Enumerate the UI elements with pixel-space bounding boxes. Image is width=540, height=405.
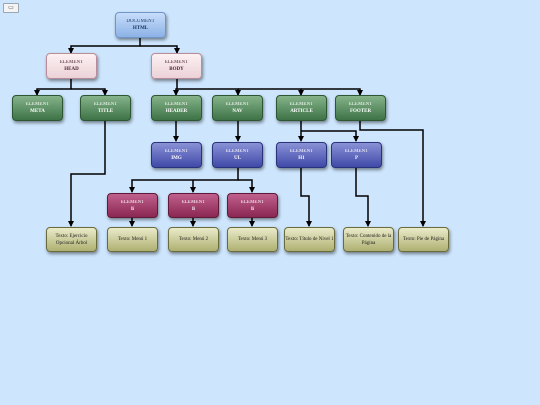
node-tag: HTML [132,26,149,31]
node-element-header[interactable]: ELEMENT HEADER [151,95,202,121]
node-tag: NAV [232,109,243,114]
node-kind: ELEMENT [120,199,145,205]
node-tag: P [354,156,359,161]
node-kind: ELEMENT [348,102,373,107]
edge-footer-text [359,121,426,227]
node-element-footer[interactable]: ELEMENT FOOTER [335,95,386,121]
node-element-head[interactable]: ELEMENT HEAD [46,53,97,79]
edge-head-title [71,88,108,96]
edge-p-text [355,168,371,227]
node-element-article[interactable]: ELEMENT ARTICLE [276,95,327,121]
node-kind: ELEMENT [164,149,189,154]
edge-ul-li3 [238,179,255,193]
node-kind: ELEMENT [164,102,189,107]
node-element-img[interactable]: ELEMENT IMG [151,142,202,168]
node-kind: ELEMENT [59,60,84,65]
node-element-title[interactable]: ELEMENT TITLE [80,95,131,121]
node-text-menu-3[interactable]: Texto: Menú 3 [227,227,278,252]
node-element-nav[interactable]: ELEMENT NAV [212,95,263,121]
node-text: Texto: Título de Nivel 1 [285,237,334,242]
node-element-li-1[interactable]: ELEMENT li [107,193,158,218]
node-text-footer[interactable]: Texto: Pie de Página [398,227,449,252]
node-text: Texto: Menú 1 [117,237,148,242]
node-kind: ELEMENT [289,102,314,107]
node-text: Texto: Pie de Página [402,237,445,242]
node-element-li-2[interactable]: ELEMENT li [168,193,219,218]
node-text-title[interactable]: Texto: Ejercicio Opcional Árbol [46,227,97,252]
node-text-p[interactable]: Texto: Contenido de la Página [343,227,394,252]
node-text-menu-2[interactable]: Texto: Menú 2 [168,227,219,252]
node-tag: IMG [171,156,182,161]
node-tag: META [30,109,45,114]
node-kind: ELEMENT [289,149,314,154]
node-kind: ELEMENT [240,199,265,205]
node-tag: ARTICLE [290,109,313,114]
edge-body-footer [301,88,363,96]
node-text: Texto: Menú 3 [237,237,268,242]
node-kind: ELEMENT [225,149,250,154]
node-element-h1[interactable]: ELEMENT H1 [276,142,327,168]
node-document-html[interactable]: DOCUMENT HTML [115,12,166,38]
node-tag: li [192,206,195,212]
node-kind: ELEMENT [25,102,50,107]
window-restore-button[interactable]: ▭ [3,3,19,13]
node-tag: UL [234,156,241,161]
edge-ul-li1 [129,168,239,193]
node-tag: li [131,206,134,212]
node-element-ul[interactable]: ELEMENT UL [212,142,263,168]
node-element-p[interactable]: ELEMENT P [331,142,382,168]
node-kind: ELEMENT [181,199,206,205]
node-element-meta[interactable]: ELEMENT META [12,95,63,121]
node-tag: H1 [298,156,305,161]
node-element-body[interactable]: ELEMENT BODY [151,53,202,79]
node-kind: ELEMENT [164,60,189,65]
node-kind: DOCUMENT [126,19,155,24]
node-tag: FOOTER [349,109,372,114]
node-text-h1[interactable]: Texto: Título de Nivel 1 [284,227,335,252]
edge-title-text [68,121,106,227]
edge-html-head [68,38,141,54]
node-tag: TITLE [97,109,114,114]
node-element-li-3[interactable]: ELEMENT li [227,193,278,218]
node-text: Texto: Menú 2 [178,237,209,242]
node-tag: li [251,206,254,212]
node-text-menu-1[interactable]: Texto: Menú 1 [107,227,158,252]
node-kind: ELEMENT [93,102,118,107]
node-tag: HEAD [64,67,79,72]
node-tag: HEADER [165,109,188,114]
node-text: Texto: Contenido de la Página [345,233,392,246]
node-text: Texto: Ejercicio Opcional Árbol [55,233,88,246]
edge-h1-text [300,168,312,227]
edge-head-meta [34,79,72,96]
edge-body-header [173,79,179,96]
node-kind: ELEMENT [344,149,369,154]
edge-html-body [140,45,180,54]
node-kind: ELEMENT [225,102,250,107]
edge-article-p [301,130,359,142]
node-tag: BODY [169,67,184,72]
